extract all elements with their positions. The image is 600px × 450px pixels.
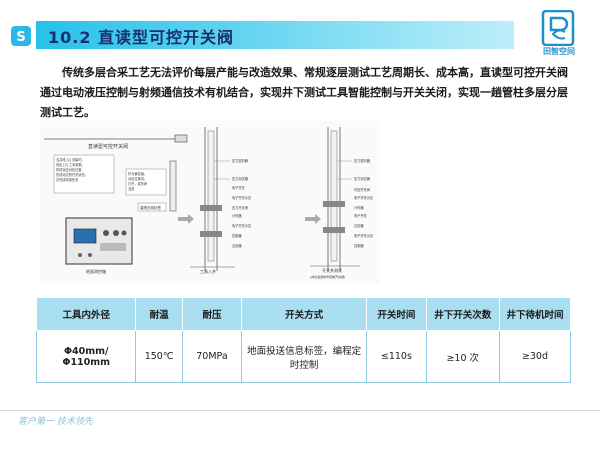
right-label: 电子开关示意 [354,195,373,200]
valve-diagram: 直读型可控开关阀 当井段 [1] 测量时， 设定 [2] 工序参数， 形成对应对… [40,121,380,283]
col-header: 开关方式 [241,297,368,331]
mid-label: 电子开关示意 [232,195,251,200]
spec-table: 工具内外径 耐温 耐压 开关方式 开关时间 井下开关次数 井下待机时间 Φ40m… [35,297,572,383]
section-badge-icon: S [10,25,32,47]
intro-paragraph: 传统多层合采工艺无法评价每层产能与改造效果、常规逐层测试工艺周期长、成本高，直读… [40,66,568,119]
title-bar: 10.2 直读型可控开关阀 [36,21,514,49]
mid-label: 过滤器 [232,243,242,248]
logo-text: 田智空间 [543,47,575,56]
diagram-note-right: 作为管柱轴， 对应位置将， 打开，或关闭 当前 [128,171,148,191]
diagram-label-tool-in: 工具入井 [200,268,216,274]
mid-label: 电子开关示意 [232,223,251,228]
col-header: 耐温 [135,297,183,331]
mid-label: 压力密封器 [232,158,249,163]
diagram-label-ground: 地面测控箱 [86,268,106,274]
diagram-note-left: 当井段 [1] 测量时， 设定 [2] 工序参数， 形成对应对应位置， 形成对应… [56,157,89,182]
col-header: 井下待机时间 [498,297,572,331]
footer-divider [0,410,600,411]
right-label: 电子开关 [354,213,368,218]
right-label: 过滤器 [354,223,364,228]
table-cell: Φ40mm/Φ110mm [35,330,137,383]
right-label: 压力测试器 [354,176,371,181]
mid-label: 压力测试器 [232,176,249,181]
svg-text:S: S [16,30,25,45]
diagram-label-top: 直读型可控开关阀 [88,143,128,150]
right-label: 压力密封器 [354,158,371,163]
table-row: Φ40mm/Φ110mm 150℃ 70MPa 地面投送信息标签，编程定时控制 … [35,330,572,383]
col-header: 工具内外径 [35,297,137,331]
diagram-label-switch: 开关井测试 [322,267,342,273]
table-cell: ≥10 次 [425,330,500,383]
table-cell: ≤110s [366,330,427,383]
company-logo-icon [531,9,585,56]
right-label: 控制器 [354,243,364,248]
diagram-label-switch-sub: (井位发送信号控制开关阀) [310,274,345,279]
table-header-row: 工具内外径 耐温 耐压 开关方式 开关时间 井下开关次数 井下待机时间 [35,297,572,331]
page-title: 10.2 直读型可控开关阀 [48,28,235,47]
col-header: 井下开关次数 [425,297,500,331]
mid-label: 电子开关 [232,185,246,190]
table-cell: ≥30d [498,330,572,383]
right-label: 电子开关示意 [354,233,373,238]
footer-slogan: 客户第一 技术领先 [18,417,93,427]
right-label: 计时器 [354,205,364,210]
mid-label: 控制器 [232,233,242,238]
table-cell: 150℃ [135,330,183,383]
table-cell: 地面投送信息标签，编程定时控制 [241,330,368,383]
mid-label: 计时器 [232,213,242,218]
col-header: 开关时间 [366,297,427,331]
right-label: 可控开关阀 [354,187,370,192]
table-cell: 70MPa [181,330,243,383]
diagram-label-tag: 直眼无线标签 [140,205,161,210]
col-header: 耐压 [181,297,243,331]
mid-label: 压力开关阀 [232,205,248,210]
